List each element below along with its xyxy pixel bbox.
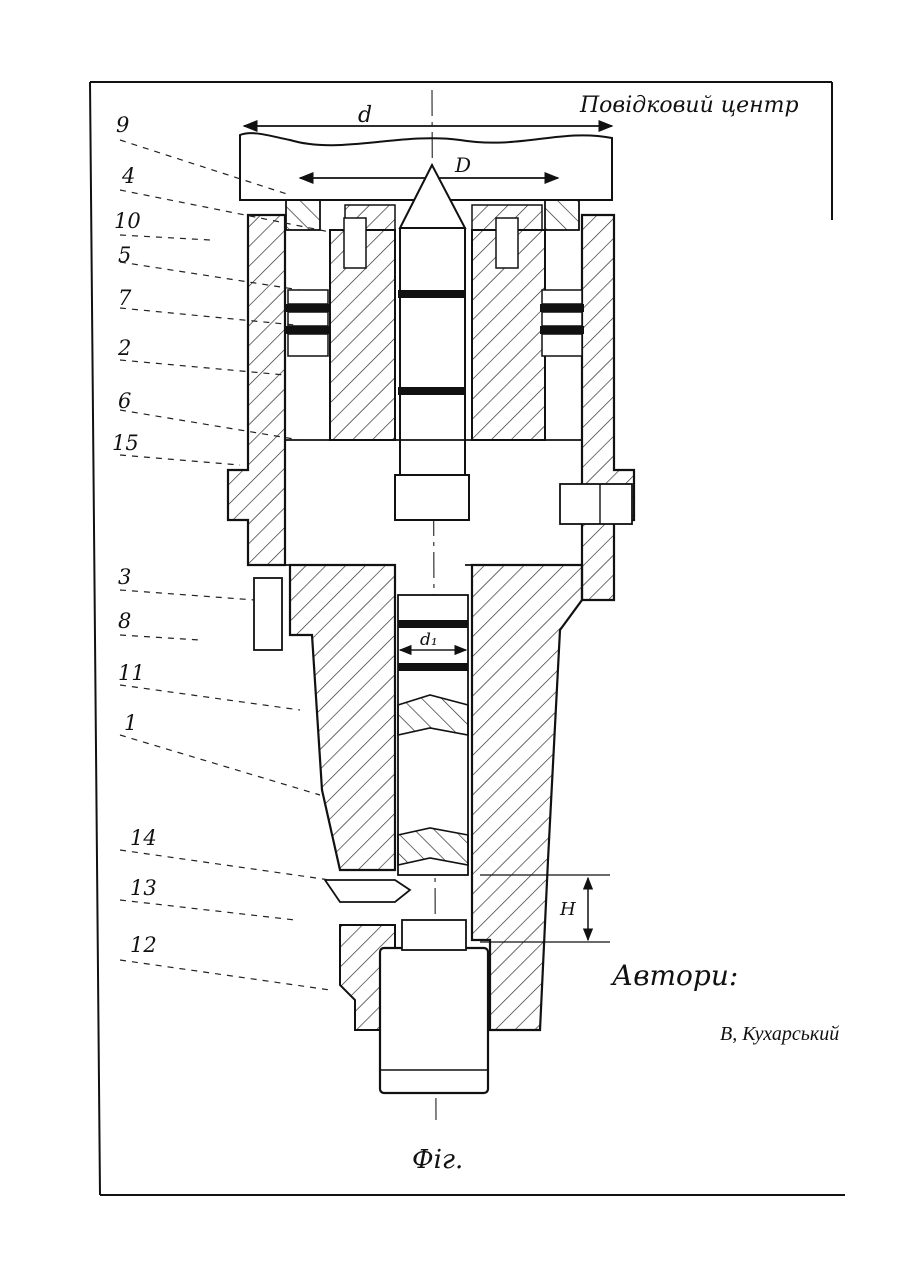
callout-2: 2: [117, 336, 131, 360]
callout-14: 14: [130, 826, 157, 850]
dimension-D-label: D: [454, 153, 471, 177]
callout-4: 4: [121, 164, 135, 188]
author-name: В, Кухарський: [720, 1023, 839, 1045]
callout-5: 5: [118, 243, 131, 267]
callout-7: 7: [118, 286, 132, 310]
adjusting-nut: [380, 948, 488, 1093]
figure-label: Фіг.: [412, 1145, 463, 1175]
cone-body: [290, 565, 395, 870]
drawing-title: Повідковий центр: [579, 93, 799, 118]
piston-seals-left: [286, 290, 330, 356]
dimension-d-label: d: [358, 103, 372, 128]
dimension-d: d: [244, 103, 612, 128]
center-point-shank: [395, 475, 469, 520]
callout-3: 3: [118, 565, 131, 589]
piston-seals-right: [540, 290, 584, 356]
plug-screw: [560, 484, 632, 524]
callout-9: 9: [116, 113, 129, 137]
screw-left: [344, 218, 366, 268]
callout-13: 13: [130, 876, 157, 900]
callout-15: 15: [112, 431, 139, 455]
dimension-H-label: H: [559, 899, 576, 920]
authors-label: Автори:: [610, 959, 738, 992]
screw-right: [496, 218, 518, 268]
callout-11: 11: [118, 661, 145, 685]
callout-12: 12: [130, 933, 157, 957]
callout-numbers: 9 4 10 5 7 2 6 15 3 8 11 1 14 13 12: [112, 113, 157, 957]
callout-10: 10: [114, 209, 141, 233]
set-screw: [325, 880, 410, 902]
callout-6: 6: [118, 389, 131, 413]
callout-8: 8: [118, 609, 131, 633]
callout-1: 1: [124, 711, 137, 735]
dimension-d1-label: d₁: [420, 630, 438, 650]
adjusting-stem: [402, 920, 466, 950]
locating-pin: [254, 578, 282, 650]
center-point: [400, 165, 465, 520]
